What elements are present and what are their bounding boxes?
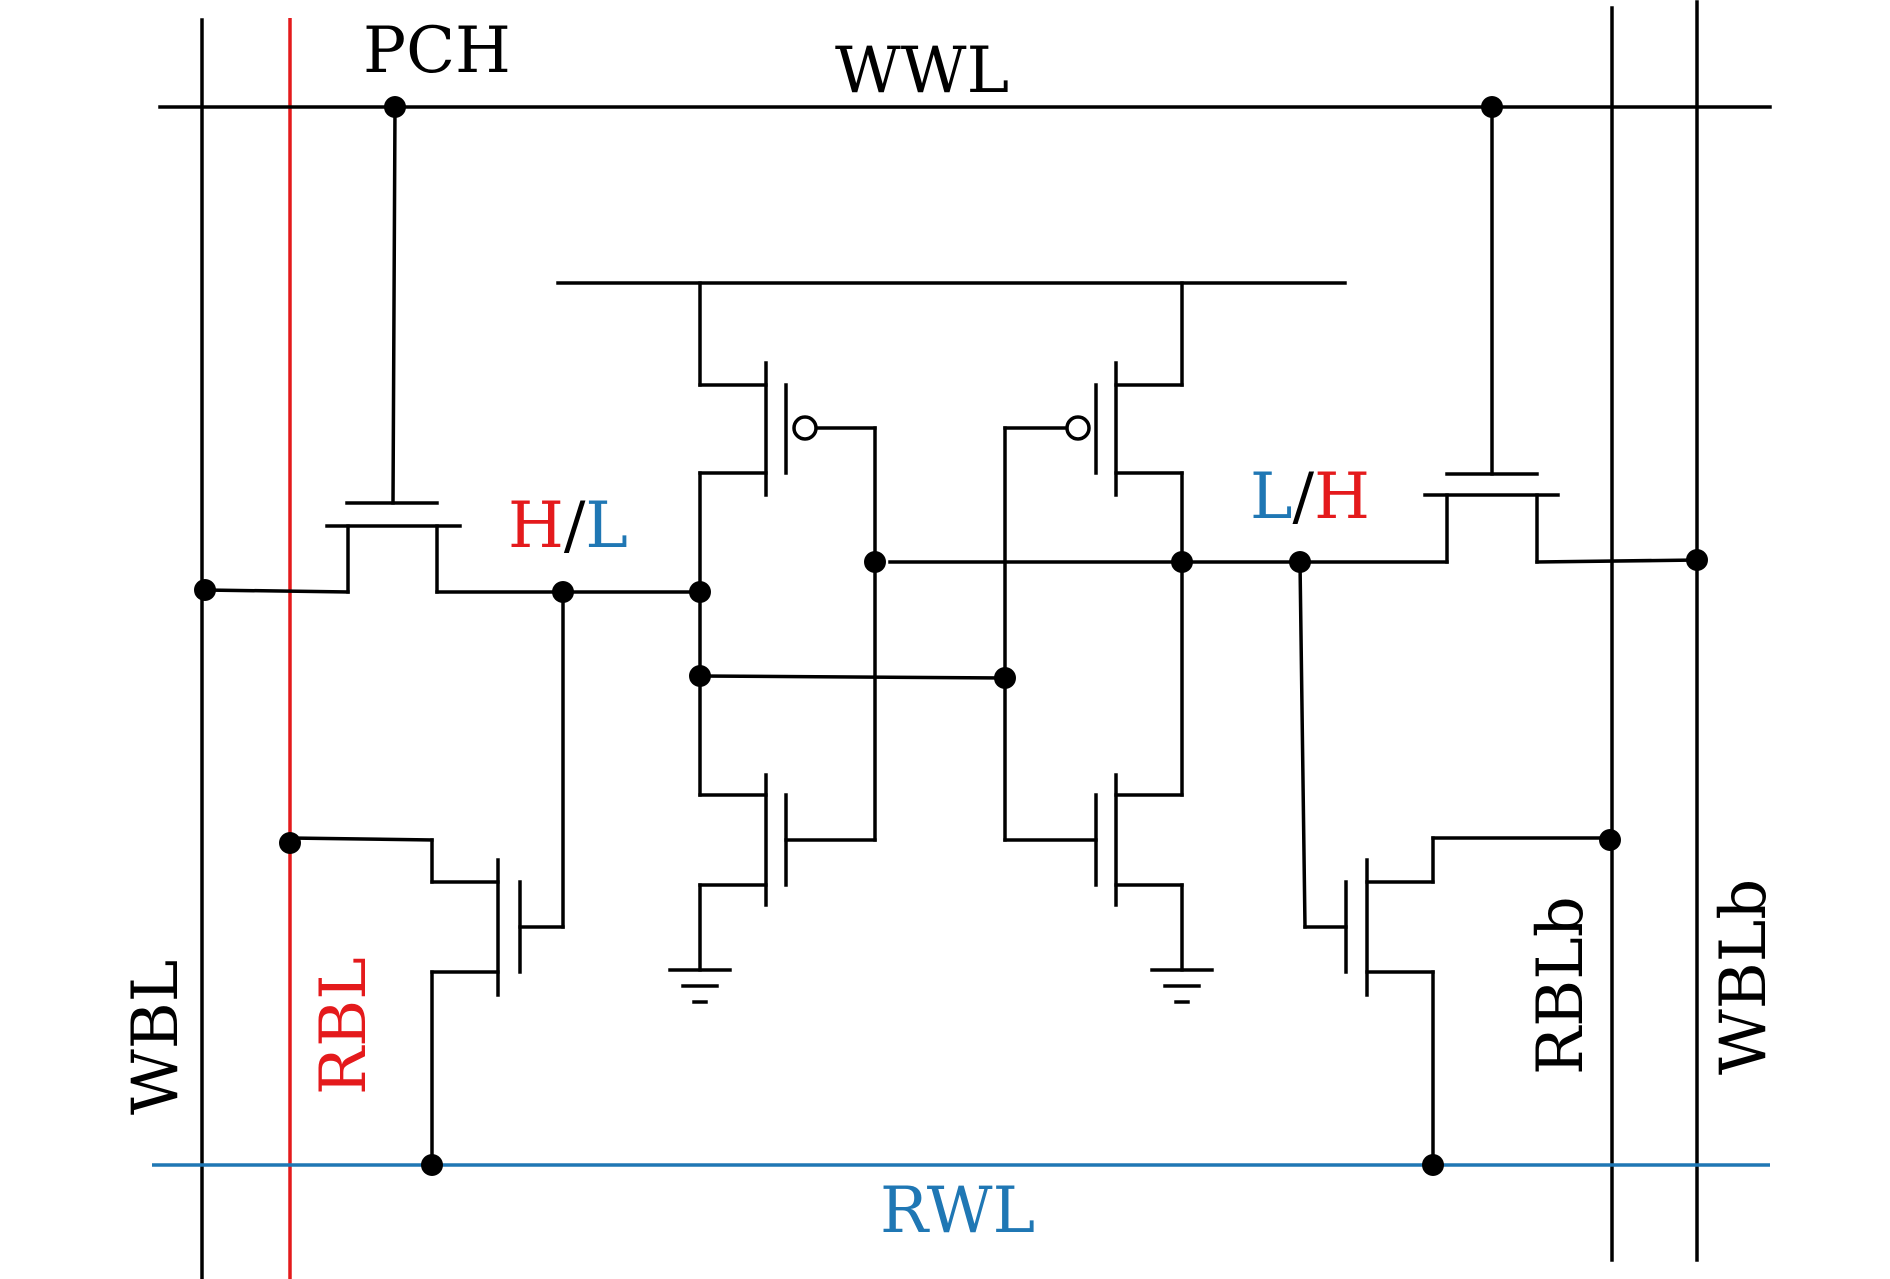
- cross-coupling-wire: [698, 674, 1007, 680]
- junction-dot: [1422, 1154, 1444, 1176]
- label-wblb: WBLb: [1707, 879, 1781, 1075]
- junction-dot: [689, 665, 711, 687]
- label-rbl: RBL: [307, 957, 381, 1095]
- label-wwl: WWL: [835, 34, 1009, 108]
- junction-dot: [864, 551, 886, 573]
- junction-dot: [1171, 551, 1193, 573]
- ground-symbol-right: [1150, 968, 1214, 1004]
- label-pch: PCH: [363, 14, 511, 88]
- junction-dot: [1481, 96, 1503, 118]
- junction-dot: [552, 581, 574, 603]
- junction-dot: [1686, 549, 1708, 571]
- junction-dot: [384, 96, 406, 118]
- node-left-low: L: [585, 489, 628, 563]
- junction-dot: [194, 579, 216, 601]
- left-read-transistor: [288, 590, 565, 1167]
- label-node-left: H/L: [508, 489, 628, 563]
- junction-dot: [1289, 551, 1311, 573]
- junction-dot: [279, 832, 301, 854]
- right-read-transistor: [1298, 560, 1614, 1167]
- node-left-high: H: [508, 489, 564, 563]
- node-right-low: L: [1250, 460, 1293, 534]
- left-inverter: [698, 281, 877, 972]
- junction-dot: [689, 581, 711, 603]
- junction-dot: [994, 667, 1016, 689]
- junction-dots: [194, 96, 1708, 1176]
- label-rwl: RWL: [880, 1174, 1035, 1248]
- right-inverter: [1003, 281, 1184, 972]
- node-right-high: H: [1314, 460, 1370, 534]
- node-left-slash: /: [564, 489, 586, 563]
- pmos-left-bubble: [792, 415, 818, 441]
- node-right-slash: /: [1293, 460, 1315, 534]
- ground-symbol-left: [668, 968, 732, 1004]
- label-rblb: RBLb: [1524, 896, 1598, 1075]
- label-wbl: WBL: [119, 960, 193, 1115]
- junction-dot: [1599, 829, 1621, 851]
- label-node-right: L/H: [1250, 460, 1370, 534]
- right-write-access-transistor: [888, 105, 1699, 564]
- junction-dot: [421, 1154, 443, 1176]
- pmos-right-bubble: [1065, 415, 1091, 441]
